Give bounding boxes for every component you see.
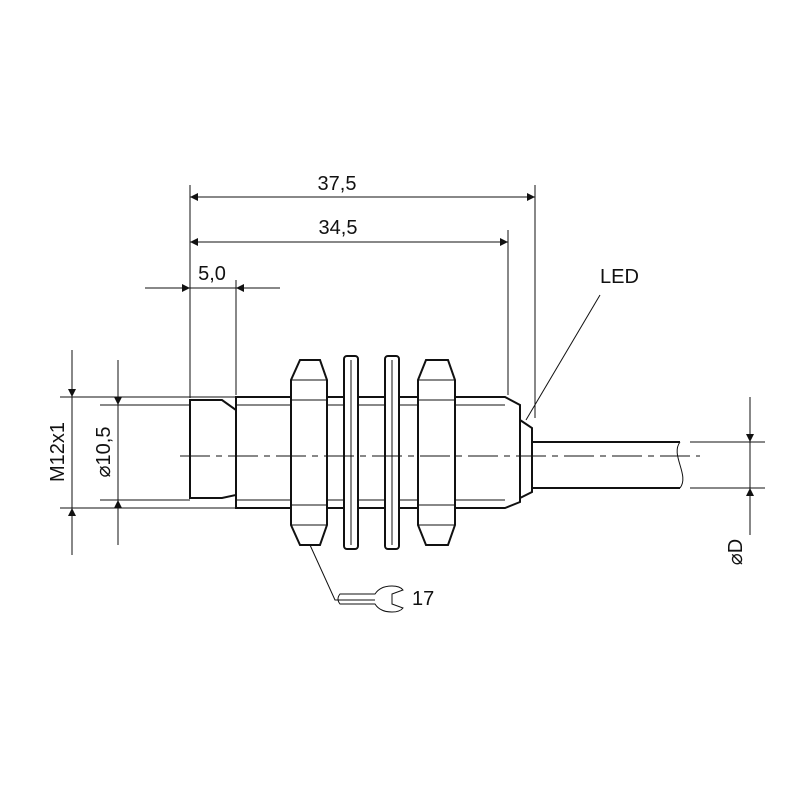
svg-text:⌀10,5: ⌀10,5 <box>93 427 115 478</box>
dimension-overall-length: 37,5 <box>190 173 535 201</box>
sensing-face <box>189 399 237 499</box>
hex-nut-right <box>417 359 456 546</box>
hex-nut-left <box>290 359 328 546</box>
led-callout: LED <box>525 266 639 421</box>
diameter-symbol: ⌀ <box>93 465 115 477</box>
dimension-thread: M12x1 <box>47 350 76 555</box>
cable <box>532 441 684 489</box>
dimension-face-length: 5,0 <box>145 263 280 292</box>
led-label: LED <box>600 266 639 288</box>
wrench-icon <box>337 585 404 613</box>
sensor-body <box>180 355 700 550</box>
dimension-cable-diameter: ⌀D <box>725 397 754 566</box>
face-diameter-label: 10,5 <box>93 427 115 466</box>
wrench-size-label: 17 <box>412 588 434 610</box>
overall-length-label: 37,5 <box>318 173 357 195</box>
thread-label: M12x1 <box>47 422 69 482</box>
svg-text:⌀D: ⌀D <box>725 539 747 566</box>
extension-lines <box>60 185 765 509</box>
face-length-label: 5,0 <box>198 263 226 285</box>
body-length-label: 34,5 <box>319 217 358 239</box>
washer-right <box>384 355 400 550</box>
led-window <box>519 419 533 499</box>
threaded-barrel <box>235 396 521 509</box>
dimension-body-length: 34,5 <box>190 217 508 246</box>
dimension-face-diameter: ⌀10,5 <box>93 360 122 545</box>
cable-diameter-symbol: ⌀ <box>725 553 747 565</box>
cable-diameter-label: D <box>725 539 747 553</box>
wrench-callout: 17 <box>309 544 434 613</box>
washer-left <box>343 355 359 550</box>
